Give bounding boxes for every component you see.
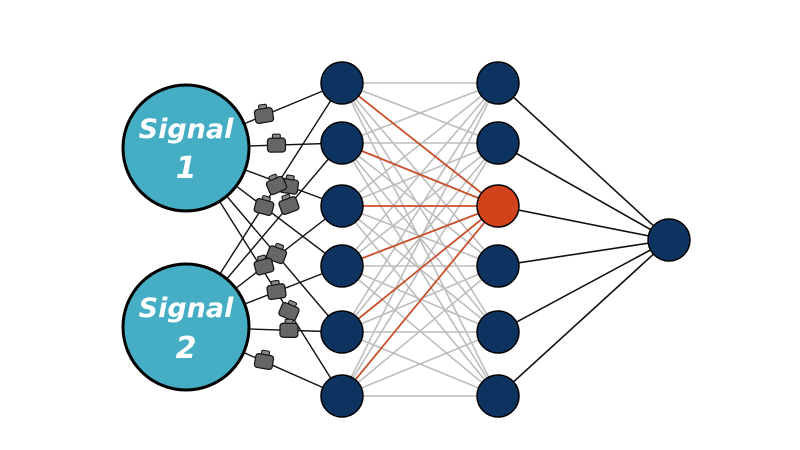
output-connection (497, 239, 670, 333)
hidden-connection (341, 265, 499, 333)
weight-icon (278, 193, 300, 215)
signal-1-label: Signal (139, 114, 234, 145)
hidden-connection (341, 331, 499, 397)
weight-icon (266, 279, 287, 301)
output-connection (497, 239, 670, 267)
weights-group (253, 103, 300, 371)
hidden-connection (341, 82, 499, 397)
output-connections (497, 82, 670, 397)
signal-2-number: 2 (176, 331, 197, 366)
signal-1-node: Signal 1 (121, 83, 251, 213)
layer1-neuron (320, 244, 364, 288)
hidden-connection (341, 142, 499, 333)
layer2-neuron (476, 121, 520, 165)
hidden-connection (341, 82, 499, 144)
output-connection (497, 205, 670, 241)
weight-icon (265, 173, 288, 196)
highlighted-connection (341, 205, 499, 333)
output-connection (497, 82, 670, 241)
output-neuron (647, 218, 691, 262)
layer1-neuron (320, 121, 364, 165)
hidden-connection (341, 82, 499, 333)
hidden-connection (341, 142, 499, 267)
layer1-neuron (320, 374, 364, 418)
highlighted-neuron (476, 184, 520, 228)
output-connection (497, 239, 670, 397)
signal-2-label: Signal (139, 293, 234, 324)
layer1-neuron (320, 61, 364, 105)
output-connection (497, 142, 670, 241)
hidden-connection (341, 265, 499, 397)
weight-icon (253, 103, 275, 124)
layer2-neuron (476, 244, 520, 288)
layer1-neuron (320, 310, 364, 354)
layer2-neuron (476, 61, 520, 105)
highlighted-connections (341, 82, 499, 397)
layer1-neuron (320, 184, 364, 228)
layer2-neuron (476, 310, 520, 354)
weight-icon (253, 195, 275, 217)
weight-icon (253, 254, 275, 276)
neurons (320, 61, 691, 418)
highlighted-connection (341, 205, 499, 397)
weight-icon (279, 318, 299, 338)
signal-2-node: Signal 2 (121, 262, 251, 392)
layer2-neuron (476, 374, 520, 418)
highlighted-connection (341, 82, 499, 207)
highlighted-connection (341, 205, 499, 267)
weight-icon (266, 133, 287, 153)
signal-1-number: 1 (176, 151, 197, 186)
weight-icon (253, 349, 275, 371)
hidden-layer-connections (341, 82, 499, 397)
highlighted-connection (341, 142, 499, 207)
weight-icon (278, 299, 300, 322)
